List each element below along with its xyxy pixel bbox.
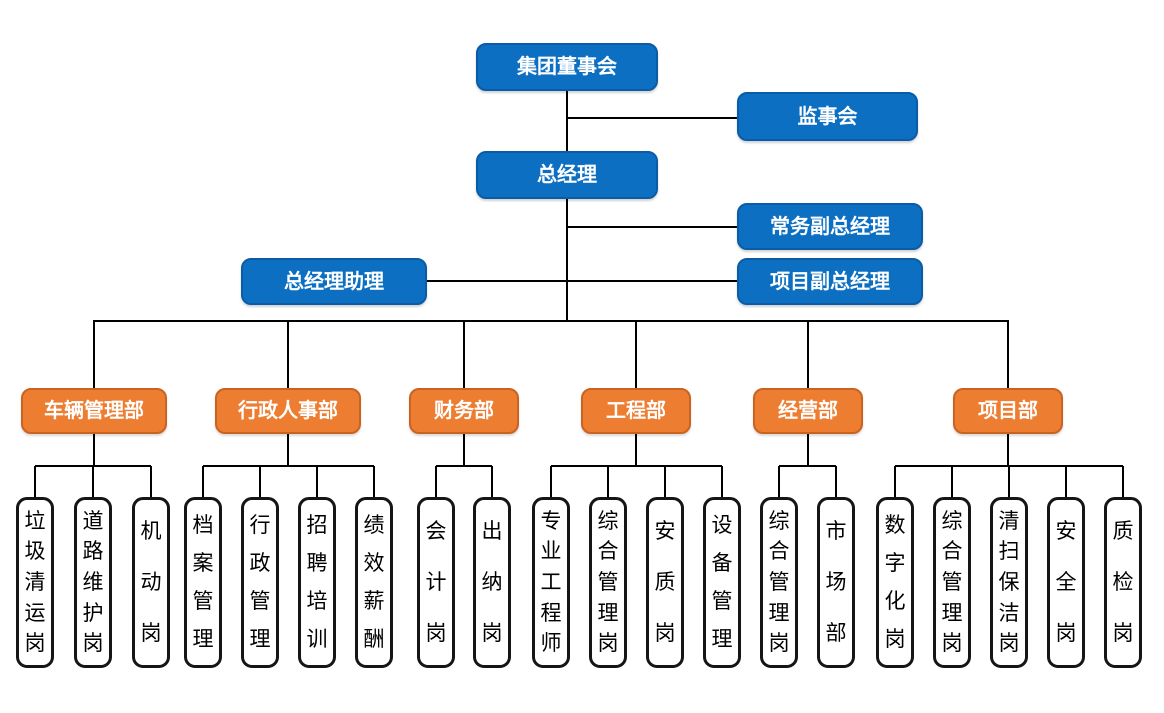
node-executive-deputy-gm: 常务副总经理 (737, 203, 923, 250)
position-safety: 安全岗 (1047, 497, 1085, 668)
dept-vehicle-management: 车辆管理部 (21, 388, 167, 434)
position-general-management-eng: 综合管理岗 (589, 497, 627, 668)
node-general-manager: 总经理 (476, 151, 658, 199)
position-safety-quality: 安质岗 (646, 497, 684, 668)
position-archive-management: 档案管理 (184, 497, 222, 668)
dept-engineering: 工程部 (581, 388, 691, 434)
position-performance-pay: 绩效薪酬 (355, 497, 393, 668)
node-project-deputy-gm: 项目副总经理 (737, 258, 923, 305)
position-cleaning: 清扫保洁岗 (990, 497, 1028, 668)
position-accounting: 会计岗 (417, 497, 455, 668)
dept-business: 经营部 (753, 388, 863, 434)
position-general-management-biz: 综合管理岗 (760, 497, 798, 668)
position-admin-management: 行政管理 (241, 497, 279, 668)
position-professional-engineer: 专业工程师 (532, 497, 570, 668)
position-equipment-management: 设备管理 (703, 497, 741, 668)
position-cashier: 出纳岗 (473, 497, 511, 668)
position-digitalization: 数字化岗 (876, 497, 914, 668)
node-board-of-directors: 集团董事会 (476, 43, 658, 91)
position-garbage-removal: 垃圾清运岗 (16, 497, 54, 668)
position-market-dept: 市场部 (817, 497, 855, 668)
dept-admin-hr: 行政人事部 (215, 388, 361, 434)
node-gm-assistant: 总经理助理 (241, 258, 427, 305)
position-road-maintenance: 道路维护岗 (74, 497, 112, 668)
position-mobile-duty: 机动岗 (132, 497, 170, 668)
position-general-management-proj: 综合管理岗 (933, 497, 971, 668)
dept-project: 项目部 (953, 388, 1063, 434)
dept-finance: 财务部 (409, 388, 519, 434)
position-quality-inspection: 质检岗 (1104, 497, 1142, 668)
node-supervisory-board: 监事会 (737, 92, 918, 141)
position-recruiting-training: 招聘培训 (298, 497, 336, 668)
